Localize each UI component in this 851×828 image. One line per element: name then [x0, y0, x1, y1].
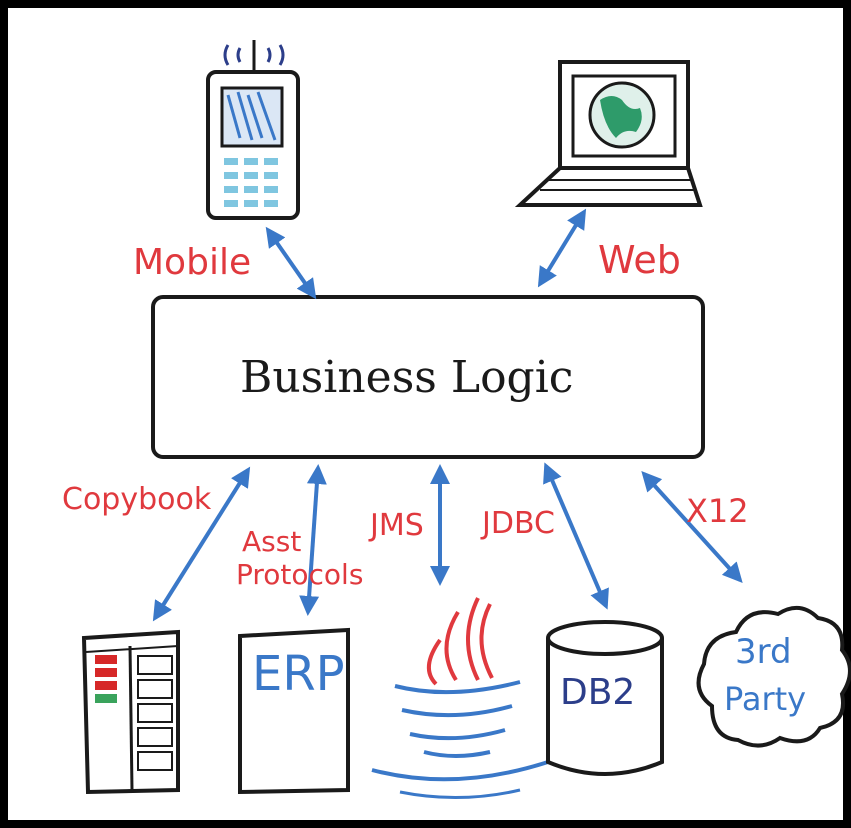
mobile-phone-icon: [206, 40, 300, 220]
mobile-label: Mobile: [133, 242, 252, 283]
third-party-label-line1: 3rd: [735, 632, 792, 672]
mobile-arrow: [265, 226, 317, 300]
java-cup-icon: [371, 597, 549, 799]
jdbc-arrow: [543, 462, 609, 610]
web-label: Web: [598, 238, 681, 282]
business-logic-box: [151, 295, 705, 459]
db2-label: DB2: [560, 672, 636, 713]
erp-label: ERP: [252, 646, 345, 702]
third-party-label-line2: Party: [724, 680, 807, 718]
x12-label: X12: [686, 492, 749, 530]
x12-arrow: [641, 471, 743, 583]
protocols-label: Protocols: [236, 558, 364, 591]
database-cylinder-icon: [546, 620, 664, 776]
copybook-label: Copybook: [62, 482, 212, 517]
copybook-arrow: [152, 466, 251, 622]
erp-server-icon: [238, 627, 350, 795]
laptop-globe-icon: [514, 60, 703, 207]
mainframe-icon: [81, 629, 180, 795]
asst-label: Asst: [242, 525, 302, 558]
business-logic-label: Business Logic: [240, 352, 574, 403]
web-arrow: [537, 208, 587, 288]
jms-label: JMS: [370, 508, 424, 543]
connection-arrows: [152, 208, 743, 622]
cloud-icon: [696, 606, 851, 748]
jdbc-label: JDBC: [482, 506, 555, 541]
protocols-arrow: [299, 464, 327, 616]
